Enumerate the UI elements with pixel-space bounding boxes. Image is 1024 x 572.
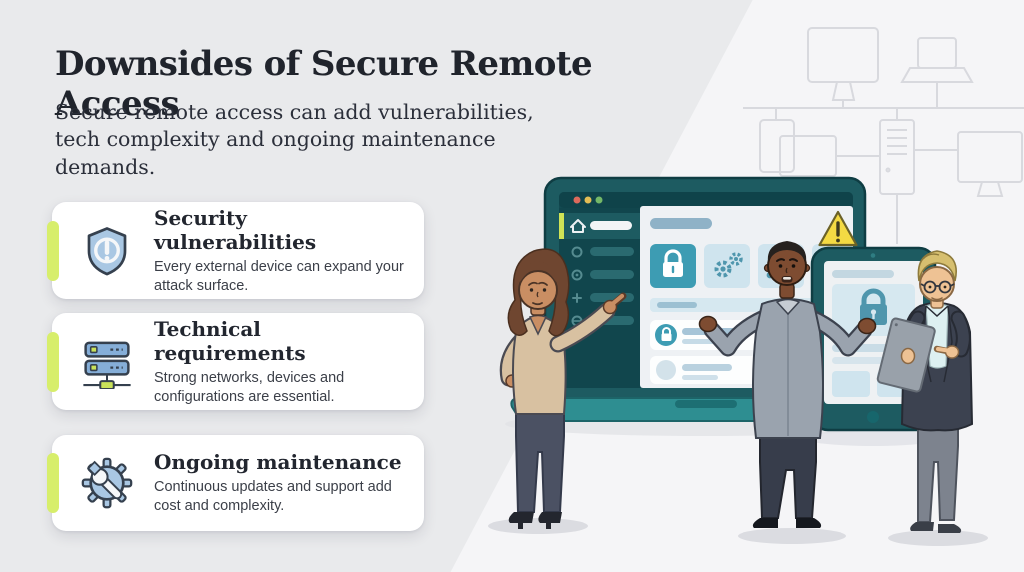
card-description: Every external device can expand your at… <box>154 258 404 294</box>
window-traffic-lights <box>573 196 603 204</box>
man-shadow <box>738 528 846 544</box>
gears-icon <box>714 252 743 278</box>
card-security-vulnerabilities: Security vulnerabilities Every external … <box>47 202 424 299</box>
card-title: Security vulnerabilities <box>154 205 317 254</box>
card-accent-bar <box>47 220 59 281</box>
sidebar-active-accent <box>559 213 564 239</box>
card-accent-bar <box>47 331 59 392</box>
glasses <box>920 280 955 294</box>
background-network-wireframe <box>743 27 1024 244</box>
tablet-shadow <box>803 430 943 446</box>
man-shadow <box>888 530 988 546</box>
woman-pointing <box>499 248 627 529</box>
tablet-home-button <box>867 411 879 423</box>
lock-icon <box>663 249 683 277</box>
tile-gears <box>704 244 750 288</box>
card-description: Continuous updates and support add cost … <box>154 479 392 514</box>
man-shrugging <box>698 241 877 528</box>
page-title: Downsides of Secure Remote Access <box>55 44 593 124</box>
card-title: Technical requirements <box>154 316 306 365</box>
illustration-secure-remote-access <box>488 27 1024 546</box>
panel-header-bar <box>650 218 712 229</box>
man-hair <box>917 250 957 282</box>
man-pants <box>917 421 959 523</box>
card-technical-requirements: Technical requirements Strong networks, … <box>47 313 424 410</box>
card-accent-bar <box>47 453 59 513</box>
pointing-finger <box>936 347 953 353</box>
woman-face <box>518 270 558 310</box>
gear-wrench-icon <box>81 457 133 509</box>
warning-triangle-icon <box>818 210 858 247</box>
man-with-tablet <box>876 250 974 533</box>
dashboard-sidebar <box>559 208 640 388</box>
card-description: Strong networks, devices and configurati… <box>154 369 345 405</box>
man-pants <box>759 435 817 519</box>
card-title: Ongoing maintenance <box>154 450 402 475</box>
man-hair <box>767 241 807 262</box>
home-icon <box>570 219 586 233</box>
woman-shadow <box>488 518 588 534</box>
card-ongoing-maintenance: Ongoing maintenance Continuous updates a… <box>47 435 424 531</box>
pointing-finger <box>607 293 625 309</box>
page-subtitle: Secure remote access can add vulnerabili… <box>55 100 534 179</box>
shield-alert-icon <box>87 226 127 275</box>
woman-pants <box>515 409 565 513</box>
server-network-icon <box>83 341 131 389</box>
